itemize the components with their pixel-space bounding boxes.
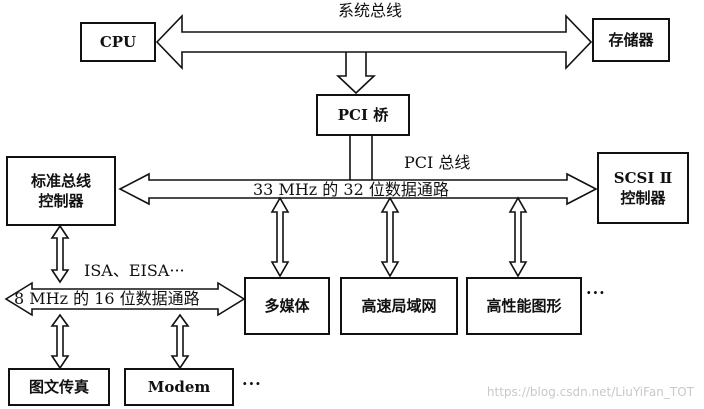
cpu-label: CPU [99,33,137,51]
system-bus-label: 系统总线 [338,1,403,20]
multimedia-label: 多媒体 [264,297,310,315]
controller-isa-arrow [50,224,70,284]
graphics-label: 高性能图形 [486,297,562,315]
std-bus-controller-label: 标准总线 控制器 [30,172,91,210]
modem-label: Modem [147,378,211,396]
scsi-controller-box: SCSI Ⅱ 控制器 [597,152,689,224]
pci-devices-ellipsis: ··· [586,283,606,302]
isa-fax-arrow [50,313,70,370]
bridge-stem-arrow [335,52,377,95]
pci-bus-spec-label: 33 MHz 的 32 位数据通路 [253,180,449,199]
cpu-box: CPU [80,22,156,62]
watermark-text: https://blog.csdn.net/LiuYiFan_TOT [486,385,694,399]
isa-eisa-label: ISA、EISA··· [84,261,185,280]
lan-box: 高速局域网 [340,277,458,335]
graphics-box: 高性能图形 [466,277,582,335]
pci-bridge-label: PCI 桥 [337,106,389,124]
pci-lan-arrow [380,196,400,278]
isa-bus-spec-label: 8 MHz 的 16 位数据通路 [14,289,200,308]
pci-bus-arrow [118,172,598,206]
system-bus-arrow [155,14,593,70]
memory-label: 存储器 [608,31,654,49]
pci-bridge-box: PCI 桥 [316,94,410,136]
isa-modem-arrow [170,313,190,370]
pci-multimedia-arrow [270,196,290,278]
modem-box: Modem [124,368,234,406]
bridge-to-pci-line [349,135,373,180]
fax-box: 图文传真 [8,368,110,406]
lan-label: 高速局域网 [361,297,437,315]
multimedia-box: 多媒体 [244,277,330,335]
pci-bus-label: PCI 总线 [404,153,471,172]
memory-box: 存储器 [592,18,670,62]
std-bus-controller-box: 标准总线 控制器 [6,156,116,226]
pci-graphics-arrow [508,196,528,278]
scsi-controller-label: SCSI Ⅱ 控制器 [613,169,673,207]
isa-devices-ellipsis: ··· [242,374,262,393]
fax-label: 图文传真 [28,378,89,396]
